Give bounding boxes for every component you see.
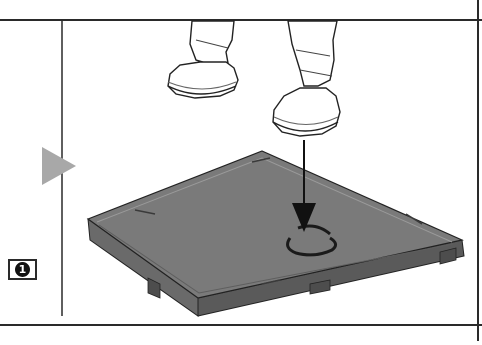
figure-feet [168,21,340,136]
step-number: 1 [15,262,30,277]
step-number-badge: 1 [8,259,37,280]
next-step-arrow-icon [42,147,76,185]
